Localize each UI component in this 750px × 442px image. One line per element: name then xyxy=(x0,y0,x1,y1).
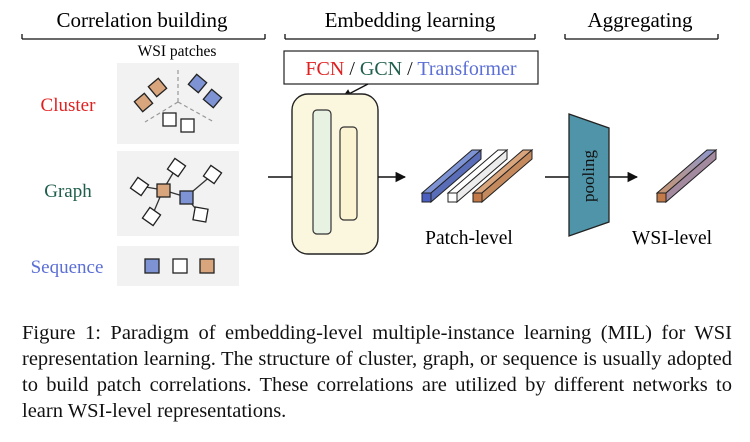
cluster-patch xyxy=(133,92,154,113)
cluster-patch xyxy=(187,73,208,94)
wsi-level-label: WSI-level xyxy=(632,228,713,249)
section-title-embedding: Embedding learning xyxy=(325,8,496,32)
cluster-patch xyxy=(180,118,195,133)
diagram-canvas: Correlation building Embedding learning … xyxy=(21,8,719,286)
network-layer-1 xyxy=(312,109,332,235)
gcn-label: GCN xyxy=(360,58,402,80)
patch-level-label: Patch-level xyxy=(425,228,513,249)
cluster-panel xyxy=(117,63,239,144)
wsi-level-embedding xyxy=(655,148,718,204)
patch-embedding-bar xyxy=(446,148,509,204)
cluster-patch xyxy=(147,77,168,98)
embedding-network-block xyxy=(291,93,379,255)
graph-node xyxy=(141,206,162,227)
cluster-label: Cluster xyxy=(41,95,97,116)
fcn-label: FCN xyxy=(305,58,344,80)
graph-node xyxy=(192,206,209,223)
cluster-patch xyxy=(162,112,177,127)
sequence-patch xyxy=(144,258,160,274)
graph-node xyxy=(179,190,194,205)
wsi-patches-label: WSI patches xyxy=(138,43,217,60)
graph-panel xyxy=(117,151,239,236)
sequence-label: Sequence xyxy=(31,257,104,278)
sequence-patch xyxy=(172,258,188,274)
graph-label: Graph xyxy=(44,181,92,202)
graph-node xyxy=(166,157,187,178)
transformer-label: Transformer xyxy=(417,58,517,80)
graph-node xyxy=(202,164,223,185)
section-title-correlation: Correlation building xyxy=(57,8,228,32)
sequence-panel xyxy=(117,246,239,286)
pooling-label: pooling xyxy=(579,150,598,202)
patch-embedding-bar xyxy=(471,148,534,204)
network-layer-2 xyxy=(339,126,358,221)
cluster-patch xyxy=(202,88,223,109)
graph-node xyxy=(129,176,150,197)
figure-panel: Correlation building Embedding learning … xyxy=(21,8,719,286)
pooling-block: pooling xyxy=(568,113,610,237)
graph-node xyxy=(156,183,171,198)
network-label-box: FCN / GCN / Transformer xyxy=(283,50,539,85)
sequence-patch xyxy=(199,258,215,274)
svg-text:FCN / GCN / Transformer: FCN / GCN / Transformer xyxy=(305,58,516,80)
figure-caption: Figure 1: Paradigm of embedding-level mu… xyxy=(22,322,732,422)
patch-level-embeddings xyxy=(420,148,534,204)
section-title-aggregating: Aggregating xyxy=(588,8,693,32)
patch-embedding-bar xyxy=(420,148,483,204)
